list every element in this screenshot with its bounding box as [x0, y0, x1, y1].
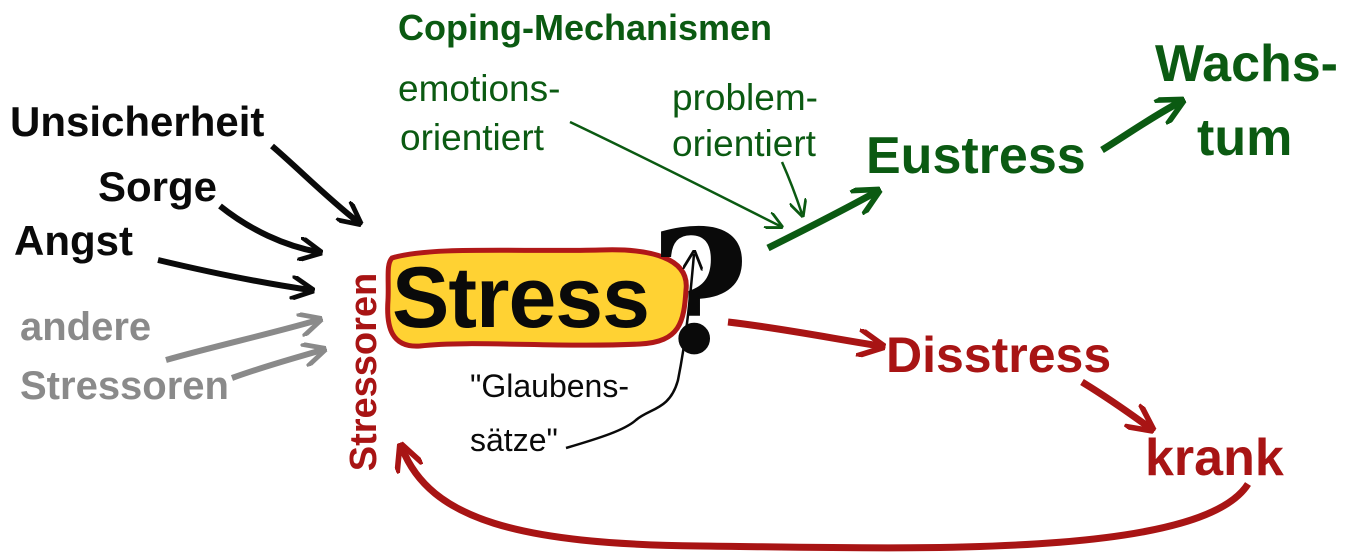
arrow-emotionsorientiert [569, 120, 780, 226]
arrow-problemorientiert [780, 161, 802, 214]
arrow-wachstum [1100, 102, 1180, 153]
label-krank: krank [1145, 429, 1284, 487]
label-disstress: Disstress [886, 327, 1112, 383]
arrow-angst [157, 257, 310, 290]
label-andere: andere [20, 305, 152, 349]
label-glaubenssaetze-line2: sätze" [470, 422, 558, 458]
label-eustress: Eustress [866, 127, 1086, 185]
arrow-krank [1080, 379, 1150, 428]
label-emotion-line1: emotions- [398, 68, 561, 109]
arrow-andere [165, 320, 318, 363]
label-stress: Stress [392, 250, 650, 346]
arrow-unsicherheit [270, 143, 358, 222]
label-stressoren-vertical: Stressoren [343, 272, 385, 472]
label-wachstum-line2: tum [1197, 109, 1293, 167]
label-problem-line2: orientiert [672, 123, 816, 164]
label-coping-title: Coping-Mechanismen [398, 7, 773, 48]
label-problem-line1: problem- [672, 77, 818, 118]
label-unsicherheit: Unsicherheit [10, 98, 265, 145]
stress-blob [385, 247, 689, 349]
label-wachstum-line1: Wachs- [1155, 35, 1338, 93]
label-stressoren: Stressoren [20, 364, 229, 408]
label-emotion-line2: orientiert [400, 117, 544, 158]
arrow-glaubenssaetze [565, 254, 694, 450]
arrow-sorge [218, 203, 318, 252]
arrow-disstress [727, 318, 880, 346]
arrow-stressoren [230, 350, 322, 381]
arrow-feedback-loop [402, 448, 1251, 552]
label-angst: Angst [14, 217, 133, 264]
arrow-eustress [766, 192, 876, 252]
question-mark-icon: ? [650, 193, 750, 393]
label-sorge: Sorge [98, 163, 218, 210]
label-glaubenssaetze-line1: "Glaubens- [470, 368, 629, 404]
